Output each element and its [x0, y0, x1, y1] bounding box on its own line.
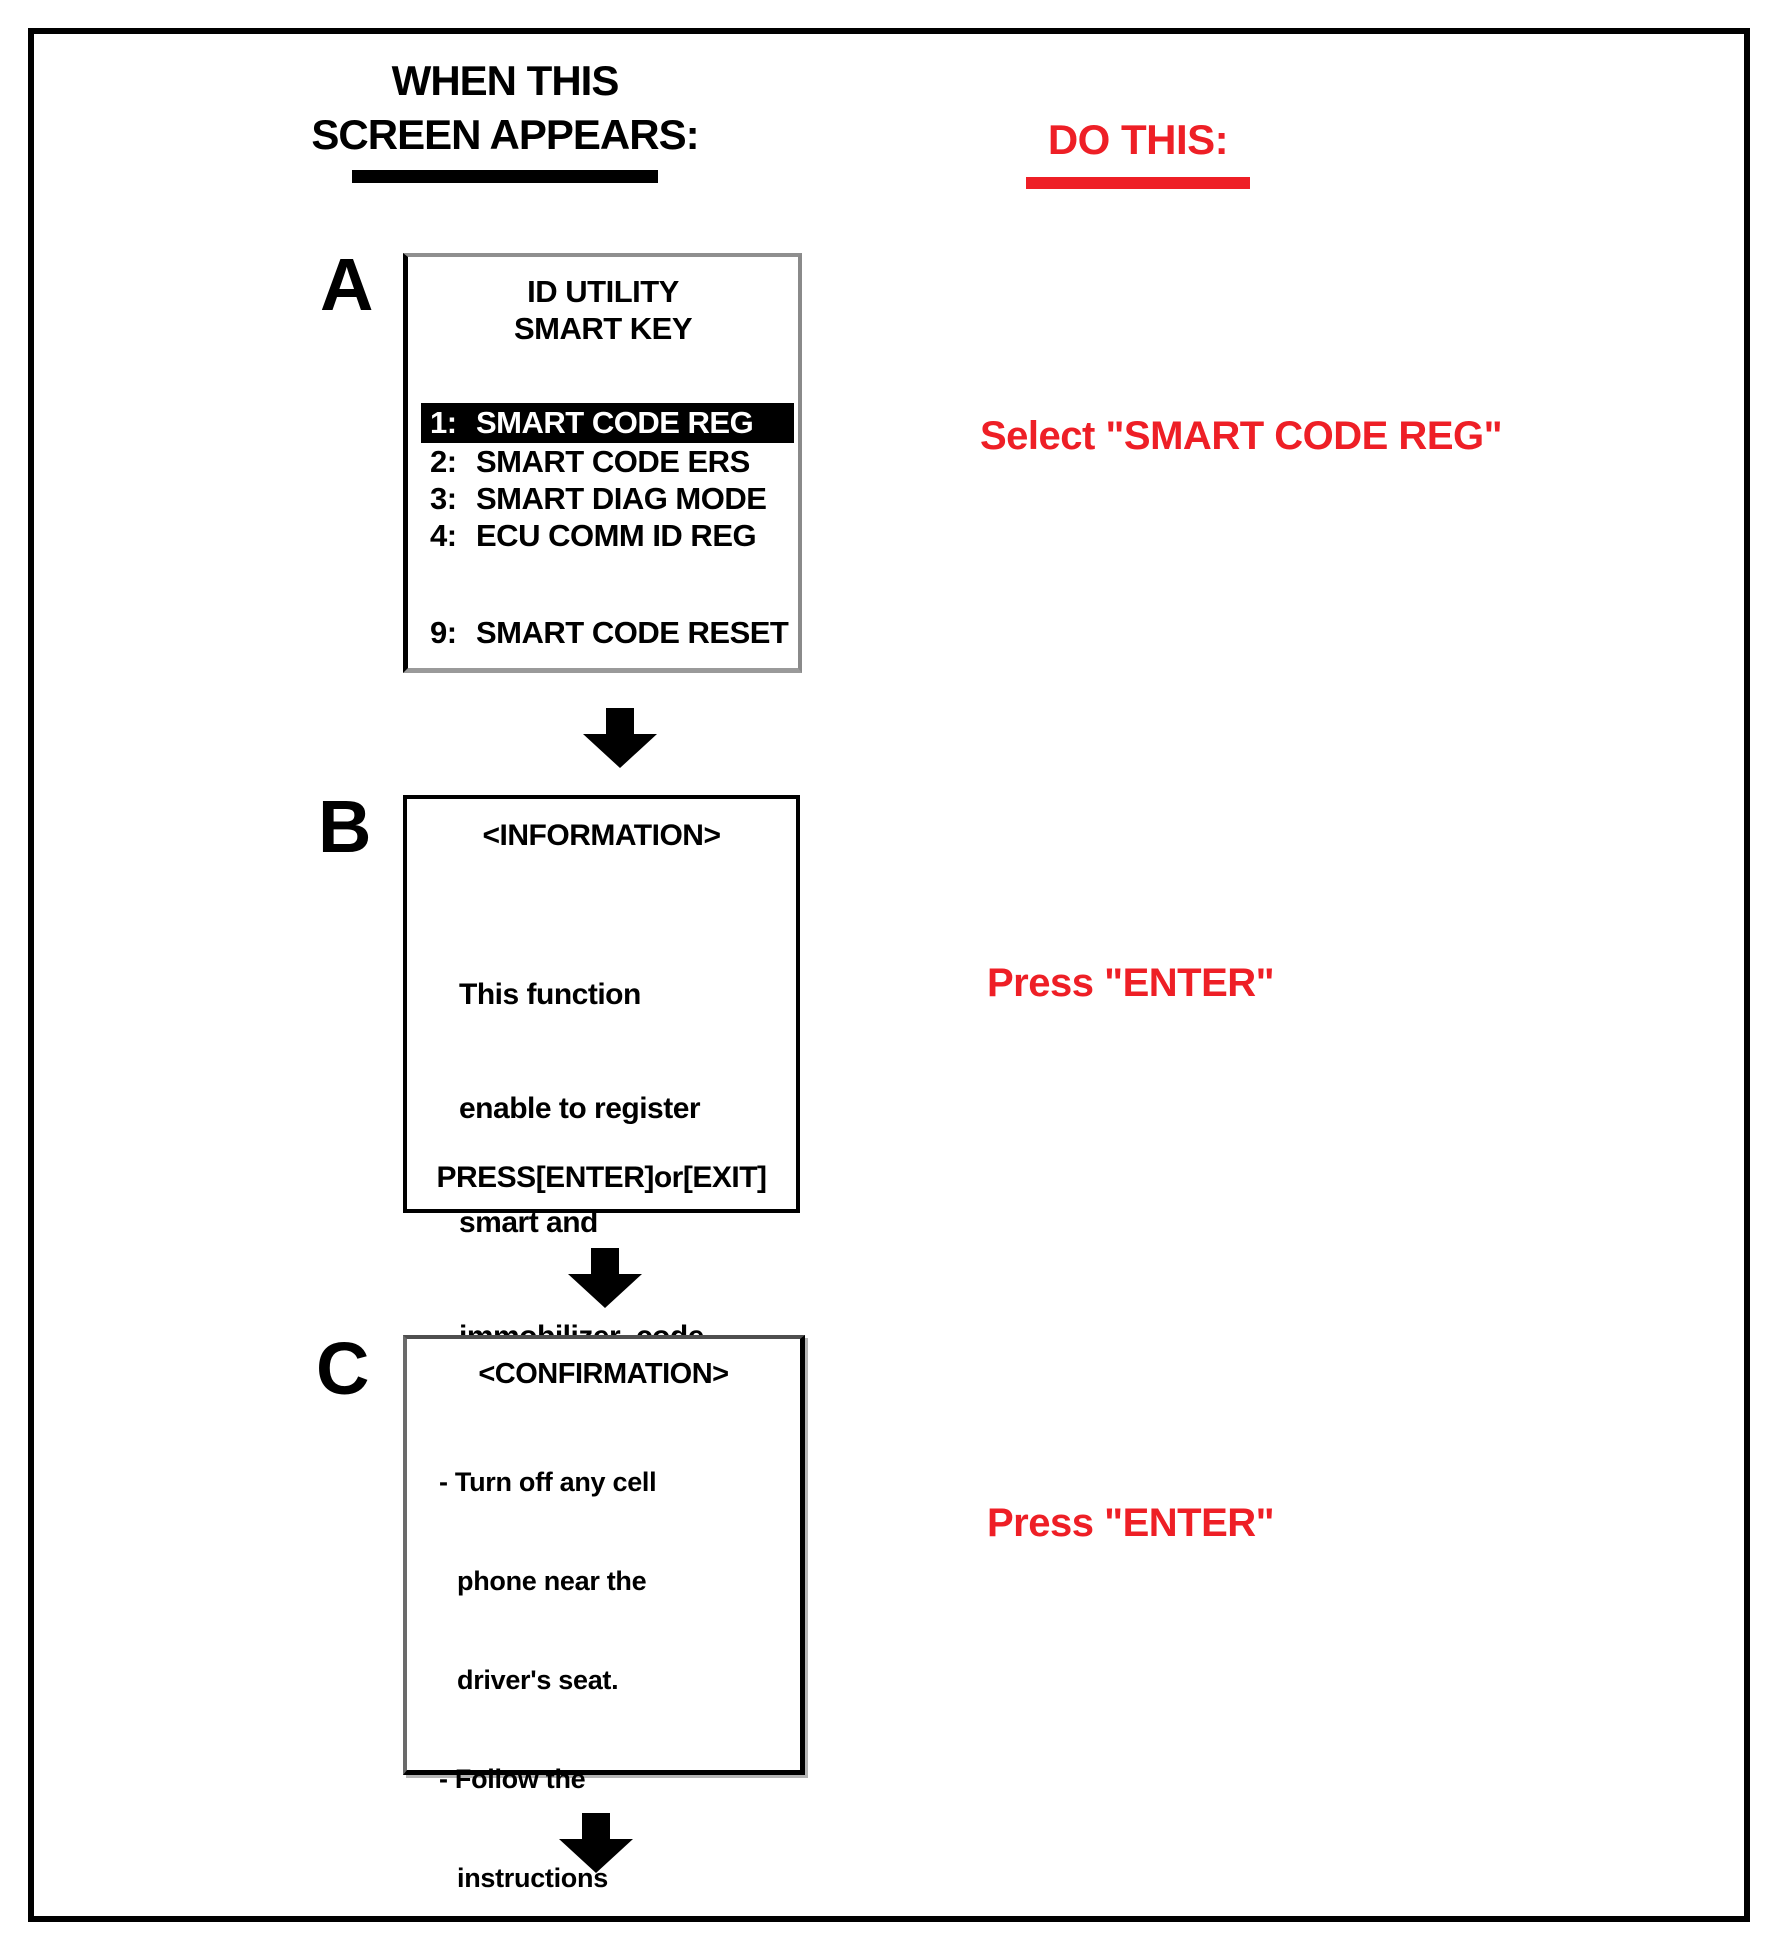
screen-b-title: <INFORMATION>	[482, 819, 721, 852]
body-line: phone near the	[457, 1566, 647, 1596]
menu-item-label: SMART DIAG MODE	[476, 480, 767, 516]
screen-c-body: - Turn off any cell phone near the drive…	[407, 1400, 800, 1947]
screen-c-title: <CONFIRMATION>	[478, 1358, 729, 1390]
screen-a-menu: 1: SMART CODE REG 2: SMART CODE ERS 3: S…	[408, 403, 798, 651]
instruction-select-smart-code-reg: Select "SMART CODE REG"	[980, 414, 1503, 458]
body-line: This function	[459, 978, 641, 1011]
step-label-b: B	[318, 785, 371, 868]
step-label-a: A	[320, 243, 373, 326]
screen-b-information: <INFORMATION> This function enable to re…	[403, 795, 800, 1467]
screen-a-id-utility-menu: ID UTILITY SMART KEY 1: SMART CODE REG 2…	[403, 253, 802, 673]
column-heading-when-this-screen-appears: WHEN THIS SCREEN APPEARS:	[300, 54, 710, 162]
step-label-c: C	[316, 1327, 369, 1410]
down-arrow-icon	[583, 708, 657, 768]
screen-a-title-line-2: SMART KEY	[513, 311, 693, 346]
menu-item-number: 4:	[430, 517, 457, 553]
menu-item-smart-diag-mode: 3: SMART DIAG MODE	[421, 480, 794, 517]
page-border-frame	[28, 28, 1750, 1922]
down-arrow-icon	[568, 1248, 642, 1308]
screen-b-footer-press-enter-or-exit: PRESS[ENTER]or[EXIT]	[436, 1161, 767, 1194]
body-line: instructions	[457, 1863, 608, 1893]
heading-line-2: SCREEN APPEARS:	[311, 111, 699, 158]
menu-item-ecu-comm-id-reg: 4: ECU COMM ID REG	[421, 517, 794, 554]
body-line: - Turn off any cell	[439, 1467, 657, 1497]
menu-item-smart-code-ers: 2: SMART CODE ERS	[421, 443, 794, 480]
body-line: smart and	[459, 1206, 598, 1239]
menu-item-number: 3:	[430, 480, 457, 516]
menu-item-smart-code-reg: 1: SMART CODE REG	[421, 403, 794, 443]
menu-item-number: 1:	[430, 405, 457, 440]
screen-a-title: ID UTILITY SMART KEY	[408, 273, 798, 347]
menu-item-number: 9:	[430, 614, 457, 650]
menu-item-number: 2:	[430, 443, 457, 479]
body-line: enable to register	[459, 1092, 701, 1125]
menu-item-label: SMART CODE RESET	[476, 614, 789, 650]
body-line: driver's seat.	[457, 1665, 619, 1695]
instruction-press-enter-2: Press "ENTER"	[987, 1501, 1275, 1545]
menu-item-label: ECU COMM ID REG	[476, 517, 757, 553]
screen-c-confirmation: <CONFIRMATION> - Turn off any cell phone…	[403, 1335, 805, 1893]
heading-underline-red	[1026, 177, 1250, 189]
menu-item-smart-code-reset: 9: SMART CODE RESET	[421, 614, 794, 651]
body-line: - Follow the	[439, 1764, 586, 1794]
down-arrow-icon	[559, 1813, 633, 1873]
menu-item-label: SMART CODE ERS	[476, 443, 750, 479]
screen-a-title-line-1: ID UTILITY	[527, 274, 679, 309]
column-heading-do-this: DO THIS:	[1047, 116, 1229, 163]
menu-item-label: SMART CODE REG	[476, 405, 754, 440]
instruction-press-enter-1: Press "ENTER"	[987, 961, 1275, 1005]
heading-line-1: WHEN THIS	[391, 57, 620, 104]
heading-underline-black	[352, 170, 658, 183]
